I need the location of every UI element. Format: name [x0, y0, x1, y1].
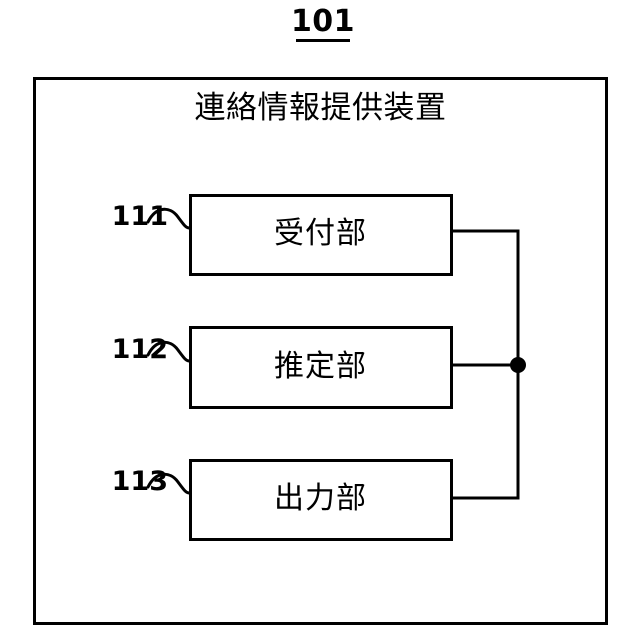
device-outer-box [33, 77, 608, 625]
leader-squiggle-icon-113 [146, 472, 191, 495]
figure-number: 101 [290, 4, 356, 39]
reference-numeral-111: 111 [111, 201, 168, 232]
leader-squiggle-icon-111 [146, 207, 191, 230]
device-title: 連絡情報提供装置 [194, 90, 447, 126]
unit-box-111 [189, 194, 453, 276]
figure-number-underline [296, 39, 350, 42]
unit-box-113 [189, 459, 453, 541]
reference-numeral-113: 113 [111, 466, 168, 497]
unit-label-111: 受付部 [274, 216, 367, 251]
unit-label-113: 出力部 [274, 481, 367, 516]
reference-numeral-112: 112 [111, 334, 168, 365]
junction-dot-icon [510, 357, 526, 373]
unit-box-112 [189, 326, 453, 409]
unit-label-112: 推定部 [274, 349, 367, 384]
leader-squiggle-icon-112 [146, 340, 191, 363]
